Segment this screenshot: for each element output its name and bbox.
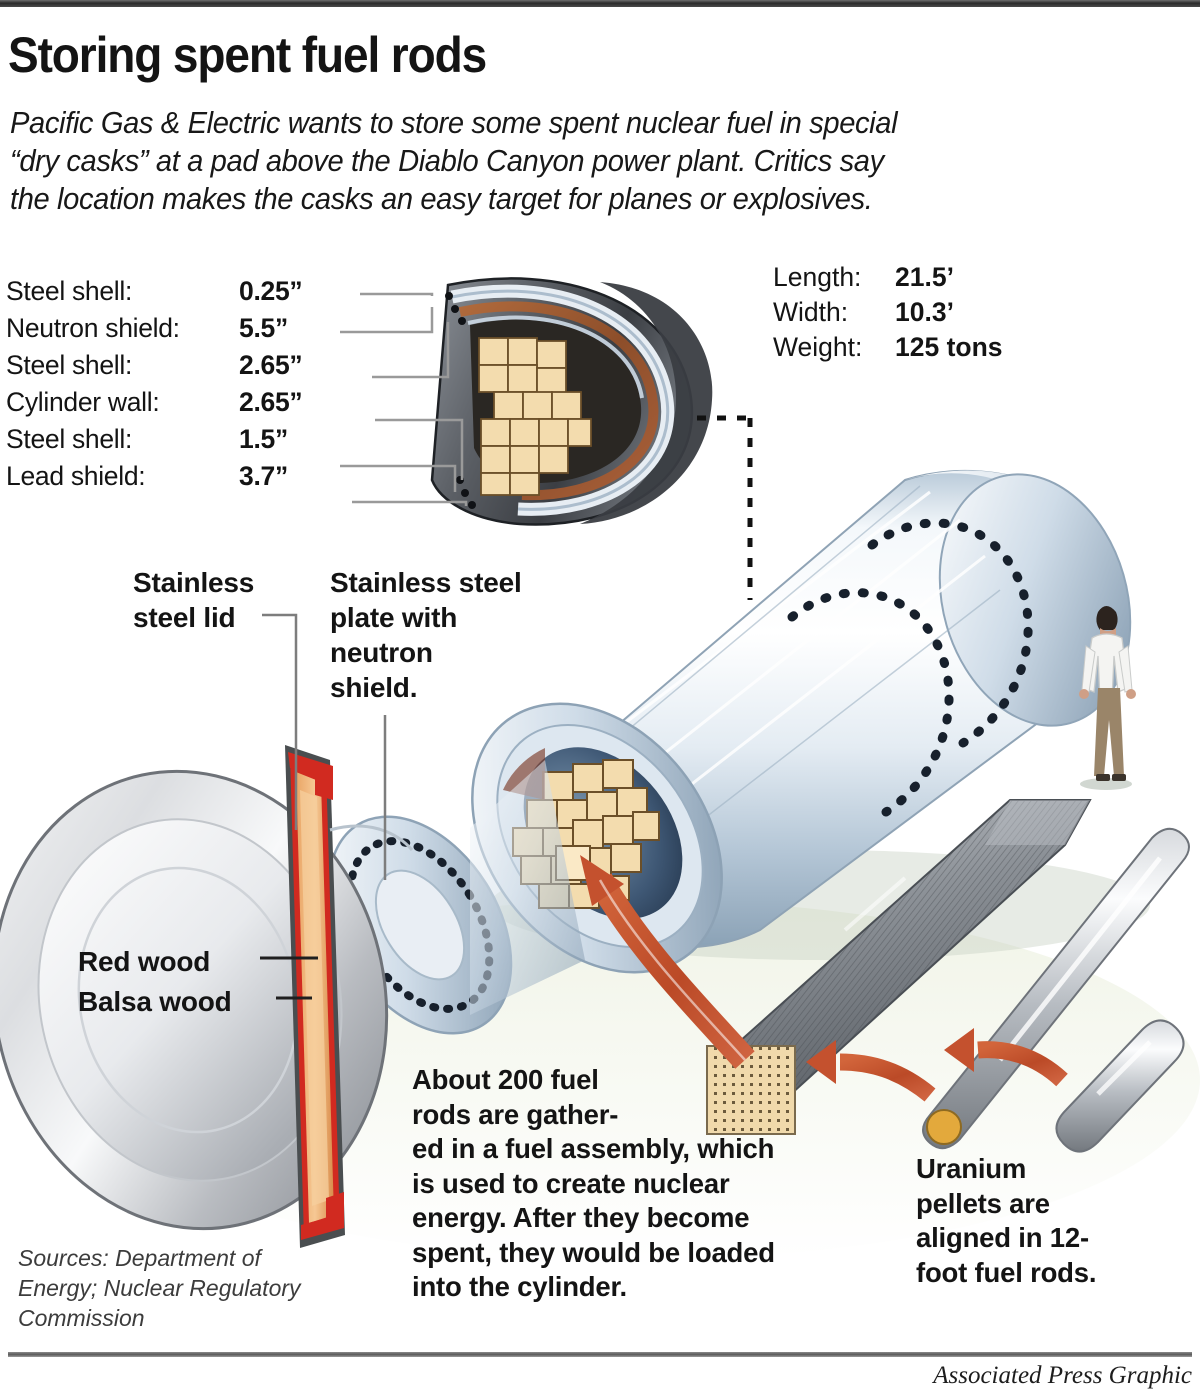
dry-cask-cylinder [327,469,1150,1035]
spec-label: Steel shell: [6,350,133,380]
plate-label-line-1: Stainless steel [330,567,522,598]
page-title: Storing spent fuel rods [8,27,487,83]
assembly-line-5: energy. After they become [412,1202,750,1233]
spec-label: Lead shield: [6,461,146,491]
sources-line-1: Sources: Department of [18,1245,261,1271]
subtitle-line-1: Pacific Gas & Electric wants to store so… [10,106,898,140]
credit-divider-rule [8,1352,1192,1357]
callout-fuel-assembly-description: About 200 fuel rods are gather- ed in a … [412,1063,842,1305]
flow-arrows [580,855,1068,1102]
sources-line-2: Energy; Nuclear Regulatory [18,1275,301,1301]
cask-dimensions-list: Length: 21.5’ Width: 10.3’ Weight: 125 t… [773,262,1003,367]
dimension-row: Length: 21.5’ [773,262,1003,297]
callout-red-wood: Red wood [78,946,211,977]
assembly-line-6: spent, they would be loaded [412,1236,775,1268]
dimension-label: Weight: [773,332,863,362]
lid-label-line-1: Stainless [133,567,255,598]
subtitle-line-3: the location makes the casks an easy tar… [10,182,873,216]
dimension-row: Weight: 125 tons [773,332,1003,367]
fuel-assembly-blocks-detail [478,337,592,496]
dimension-row: Width: 10.3’ [773,297,1003,332]
spec-label: Neutron shield: [6,313,180,343]
spec-value: 3.7” [239,461,288,491]
dimension-label: Length: [773,262,862,292]
lid-leader-line [262,613,298,830]
assembly-line-1: About 200 fuel [412,1064,599,1095]
fuel-assembly-blocks-cylinder [503,748,660,909]
sources-note: Sources: Department of Energy; Nuclear R… [18,1243,301,1333]
human-scale-figure [1079,606,1136,790]
wood-leader-lines [260,956,318,1000]
spec-label: Steel shell: [6,424,133,454]
spec-leader-lines [340,292,468,506]
spec-row: Steel shell: 0.25” [6,276,356,313]
assembly-line-4: is used to create nuclear [412,1167,730,1199]
spec-value: 0.25” [239,276,303,306]
uranium-pellet [1055,1019,1185,1153]
subtitle-line-2: “dry casks” at a pad above the Diablo Ca… [10,144,884,178]
callout-neutron-shield-plate: Stainless steel plate with neutron shiel… [330,565,522,705]
callout-stainless-steel-lid: Stainless steel lid [133,565,254,635]
page-subtitle: Pacific Gas & Electric wants to store so… [10,104,1127,218]
pellet-line-1: Uranium [916,1153,1027,1184]
assembly-line-7: into the cylinder. [412,1271,627,1302]
top-divider-rule [0,0,1200,7]
leader-anchor-dots [445,292,476,509]
detail-to-cylinder-dashed-leader [697,415,753,600]
rod-uranium-end [926,1109,962,1145]
plate-label-line-2: plate with [330,602,458,633]
dimension-value: 21.5’ [895,262,954,292]
sources-line-3: Commission [18,1305,145,1331]
cask-cross-section-detail [430,277,753,600]
fuel-rod [922,827,1190,1150]
plate-label-line-4: shield. [330,672,418,703]
cask-layer-spec-list: Steel shell: 0.25” Neutron shield: 5.5” … [6,276,356,498]
spec-row: Cylinder wall: 2.65” [6,387,356,424]
callout-uranium-pellets-description: Uranium pellets are aligned in 12- foot … [916,1152,1097,1290]
dimension-value: 10.3’ [895,297,954,327]
spec-value: 1.5” [239,424,288,454]
spec-row: Lead shield: 3.7” [6,461,356,498]
spec-label: Cylinder wall: [6,387,160,417]
dimension-value: 125 tons [895,332,1003,362]
callout-balsa-wood: Balsa wood [78,986,232,1017]
pellet-line-3: aligned in 12- [916,1222,1089,1253]
bolt-ring-dots [787,518,1033,817]
neutron-shield-plate [327,760,585,1035]
plate-label-line-3: neutron [330,637,433,668]
pellet-line-2: pellets are [916,1187,1050,1219]
lid-label-line-2: steel lid [133,602,236,633]
credit-line: Associated Press Graphic [933,1362,1192,1389]
spec-label: Steel shell: [6,276,133,306]
spec-row: Steel shell: 1.5” [6,424,356,461]
spec-value: 2.65” [239,387,303,417]
assembly-line-3: ed in a fuel assembly, which [412,1133,775,1164]
dimension-label: Width: [773,297,849,327]
pellet-line-4: foot fuel rods. [916,1256,1097,1288]
spec-row: Neutron shield: 5.5” [6,313,356,350]
assembly-line-2: rods are gather- [412,1098,619,1130]
spec-row: Steel shell: 2.65” [6,350,356,387]
spec-value: 5.5” [239,313,288,343]
wood-cross-section [285,745,345,1248]
spec-value: 2.65” [239,350,303,380]
